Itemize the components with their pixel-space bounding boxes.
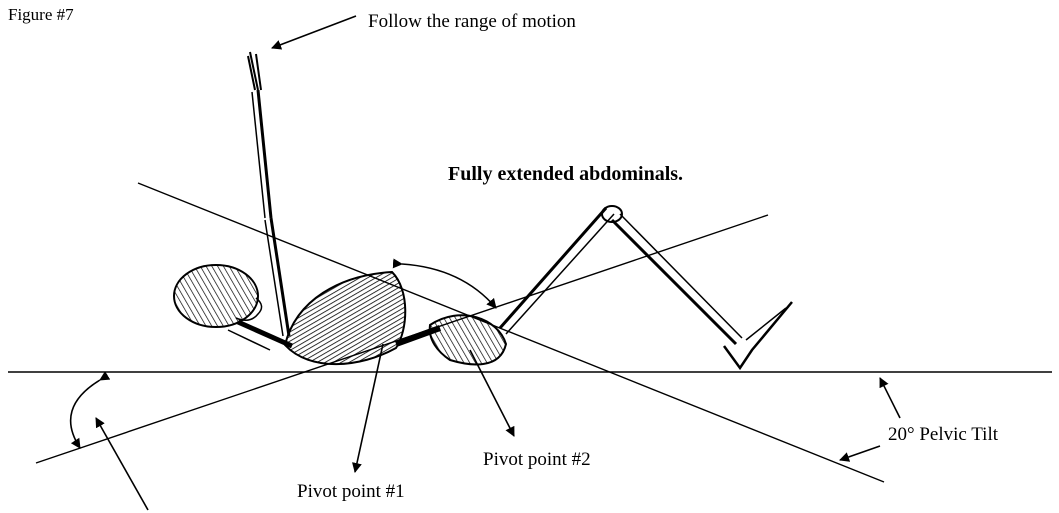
abdominals-label: Fully extended abdominals. <box>448 164 683 184</box>
range-of-motion-label: Follow the range of motion <box>368 12 576 31</box>
abdominal-curve-arrow <box>402 264 496 308</box>
skeleton-figure <box>174 52 792 368</box>
pivot-point-2-label: Pivot point #2 <box>483 450 591 469</box>
pelvic-tilt-arrow-lower <box>840 446 880 460</box>
range-of-motion-arrow <box>272 16 356 48</box>
pivot-point-1-label: Pivot point #1 <box>297 482 405 501</box>
lower-left-arrow <box>96 418 148 510</box>
pivot-1-arrow <box>355 344 383 472</box>
pelvic-tilt-label: 20° Pelvic Tilt <box>888 425 998 444</box>
figure-label: Figure #7 <box>8 6 74 23</box>
torso-reference-line <box>138 183 884 482</box>
pivot-2-arrow <box>470 350 514 436</box>
pelvic-tilt-arrow-upper <box>880 378 900 418</box>
tilt-angle-arc <box>71 380 100 448</box>
